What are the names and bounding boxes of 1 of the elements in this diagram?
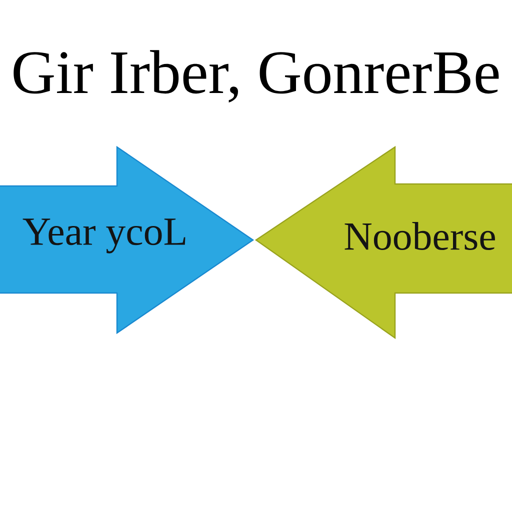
title: Gir Irber, GonrerBe bbox=[14, 50, 499, 102]
